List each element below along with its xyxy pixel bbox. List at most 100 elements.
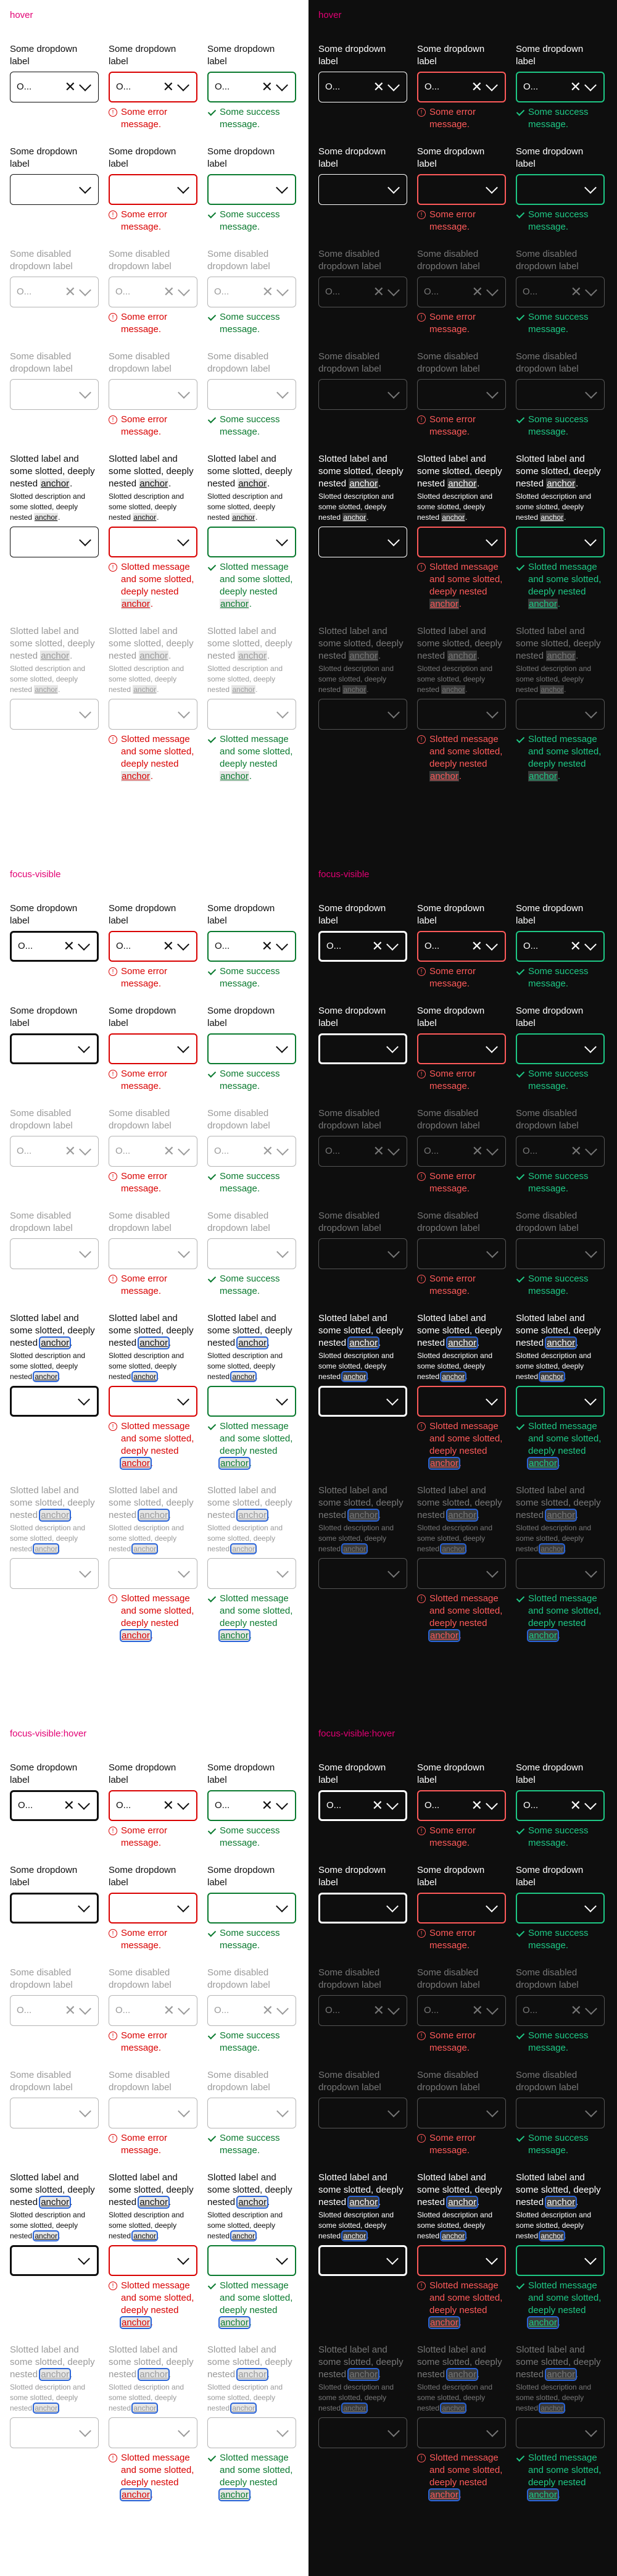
dropdown-select[interactable]: O...✕ [516, 931, 605, 962]
slotted-anchor-link[interactable]: anchor [139, 478, 169, 489]
clear-icon[interactable]: ✕ [162, 1798, 174, 1813]
slotted-anchor-link[interactable]: anchor [230, 1543, 257, 1554]
dropdown-select[interactable] [10, 1033, 99, 1064]
slotted-anchor-link[interactable]: anchor [138, 2196, 170, 2209]
dropdown-select[interactable] [109, 174, 197, 205]
dropdown-select[interactable]: O...✕ [207, 931, 296, 962]
slotted-anchor-link[interactable]: anchor [39, 1336, 72, 1349]
slotted-anchor-link[interactable]: anchor [121, 771, 151, 782]
slotted-anchor-link[interactable]: anchor [545, 2368, 578, 2381]
dropdown-select[interactable]: O...✕ [417, 1790, 506, 1821]
slotted-anchor-link[interactable]: anchor [39, 2368, 72, 2381]
slotted-anchor-link[interactable]: anchor [428, 1629, 460, 1642]
slotted-anchor-link[interactable]: anchor [527, 1629, 559, 1642]
slotted-anchor-link[interactable]: anchor [230, 2230, 257, 2241]
slotted-anchor-link[interactable]: anchor [349, 651, 379, 661]
dropdown-select[interactable] [318, 174, 407, 205]
clear-icon[interactable]: ✕ [63, 938, 75, 954]
clear-icon[interactable]: ✕ [569, 938, 581, 954]
slotted-anchor-link[interactable]: anchor [428, 2316, 460, 2329]
dropdown-select[interactable]: O...✕ [10, 72, 99, 102]
slotted-anchor-link[interactable]: anchor [341, 1543, 368, 1554]
dropdown-select[interactable]: O...✕ [516, 72, 605, 102]
clear-icon[interactable]: ✕ [471, 79, 482, 94]
slotted-anchor-link[interactable]: anchor [539, 2403, 566, 2414]
dropdown-select[interactable] [207, 527, 296, 557]
dropdown-select[interactable]: O...✕ [10, 1790, 99, 1821]
dropdown-select[interactable] [318, 1033, 407, 1064]
slotted-anchor-link[interactable]: anchor [40, 651, 70, 661]
slotted-anchor-link[interactable]: anchor [120, 2488, 152, 2501]
dropdown-select[interactable] [516, 174, 605, 205]
slotted-anchor-link[interactable]: anchor [341, 2230, 368, 2241]
slotted-anchor-link[interactable]: anchor [447, 478, 478, 489]
dropdown-select[interactable] [10, 1893, 99, 1924]
slotted-anchor-link[interactable]: anchor [231, 685, 256, 694]
dropdown-select[interactable]: O...✕ [417, 72, 506, 102]
clear-icon[interactable]: ✕ [261, 938, 273, 954]
slotted-anchor-link[interactable]: anchor [447, 651, 478, 661]
dropdown-select[interactable] [417, 1893, 506, 1924]
slotted-anchor-link[interactable]: anchor [347, 1509, 380, 1522]
slotted-anchor-link[interactable]: anchor [236, 2196, 269, 2209]
slotted-anchor-link[interactable]: anchor [120, 1629, 152, 1642]
clear-icon[interactable]: ✕ [371, 938, 383, 954]
slotted-anchor-link[interactable]: anchor [238, 651, 268, 661]
slotted-anchor-link[interactable]: anchor [218, 2316, 251, 2329]
dropdown-select[interactable] [318, 2245, 407, 2276]
clear-icon[interactable]: ✕ [569, 79, 581, 94]
dropdown-select[interactable] [207, 1033, 296, 1064]
slotted-anchor-link[interactable]: anchor [33, 1543, 60, 1554]
slotted-anchor-link[interactable]: anchor [34, 685, 59, 694]
dropdown-select[interactable]: O...✕ [318, 72, 407, 102]
slotted-anchor-link[interactable]: anchor [218, 1629, 251, 1642]
slotted-anchor-link[interactable]: anchor [347, 1336, 380, 1349]
slotted-anchor-link[interactable]: anchor [238, 478, 268, 489]
dropdown-select[interactable] [10, 1386, 99, 1417]
slotted-anchor-link[interactable]: anchor [546, 478, 576, 489]
slotted-anchor-link[interactable]: anchor [540, 513, 565, 522]
slotted-anchor-link[interactable]: anchor [446, 1509, 479, 1522]
dropdown-select[interactable] [516, 2245, 605, 2276]
slotted-anchor-link[interactable]: anchor [131, 2230, 159, 2241]
dropdown-select[interactable]: O...✕ [417, 931, 506, 962]
slotted-anchor-link[interactable]: anchor [120, 2316, 152, 2329]
slotted-anchor-link[interactable]: anchor [220, 599, 249, 609]
slotted-anchor-link[interactable]: anchor [545, 2196, 578, 2209]
slotted-anchor-link[interactable]: anchor [341, 2403, 368, 2414]
clear-icon[interactable]: ✕ [162, 79, 174, 94]
slotted-anchor-link[interactable]: anchor [33, 1371, 60, 1382]
dropdown-select[interactable] [207, 1893, 296, 1924]
slotted-anchor-link[interactable]: anchor [440, 1543, 467, 1554]
slotted-anchor-link[interactable]: anchor [528, 771, 558, 782]
dropdown-select[interactable]: O...✕ [109, 931, 197, 962]
slotted-anchor-link[interactable]: anchor [33, 2230, 60, 2241]
slotted-anchor-link[interactable]: anchor [236, 1509, 269, 1522]
slotted-anchor-link[interactable]: anchor [546, 651, 576, 661]
slotted-anchor-link[interactable]: anchor [527, 1457, 559, 1470]
slotted-anchor-link[interactable]: anchor [131, 2403, 159, 2414]
slotted-anchor-link[interactable]: anchor [40, 478, 70, 489]
slotted-anchor-link[interactable]: anchor [527, 2488, 559, 2501]
slotted-anchor-link[interactable]: anchor [220, 771, 249, 782]
slotted-anchor-link[interactable]: anchor [528, 599, 558, 609]
slotted-anchor-link[interactable]: anchor [539, 2230, 566, 2241]
slotted-anchor-link[interactable]: anchor [236, 2368, 269, 2381]
dropdown-select[interactable] [207, 2245, 296, 2276]
slotted-anchor-link[interactable]: anchor [440, 1371, 467, 1382]
slotted-anchor-link[interactable]: anchor [131, 1543, 159, 1554]
dropdown-select[interactable]: O...✕ [318, 1790, 407, 1821]
dropdown-select[interactable] [10, 174, 99, 205]
dropdown-select[interactable]: O...✕ [207, 72, 296, 102]
slotted-anchor-link[interactable]: anchor [347, 2368, 380, 2381]
slotted-anchor-link[interactable]: anchor [446, 2368, 479, 2381]
slotted-anchor-link[interactable]: anchor [428, 1457, 460, 1470]
slotted-anchor-link[interactable]: anchor [218, 2488, 251, 2501]
dropdown-select[interactable]: O...✕ [109, 1790, 197, 1821]
clear-icon[interactable]: ✕ [569, 1798, 581, 1813]
slotted-anchor-link[interactable]: anchor [441, 513, 466, 522]
dropdown-select[interactable] [417, 174, 506, 205]
dropdown-select[interactable] [516, 1033, 605, 1064]
dropdown-select[interactable]: O...✕ [516, 1790, 605, 1821]
dropdown-select[interactable] [10, 527, 99, 557]
